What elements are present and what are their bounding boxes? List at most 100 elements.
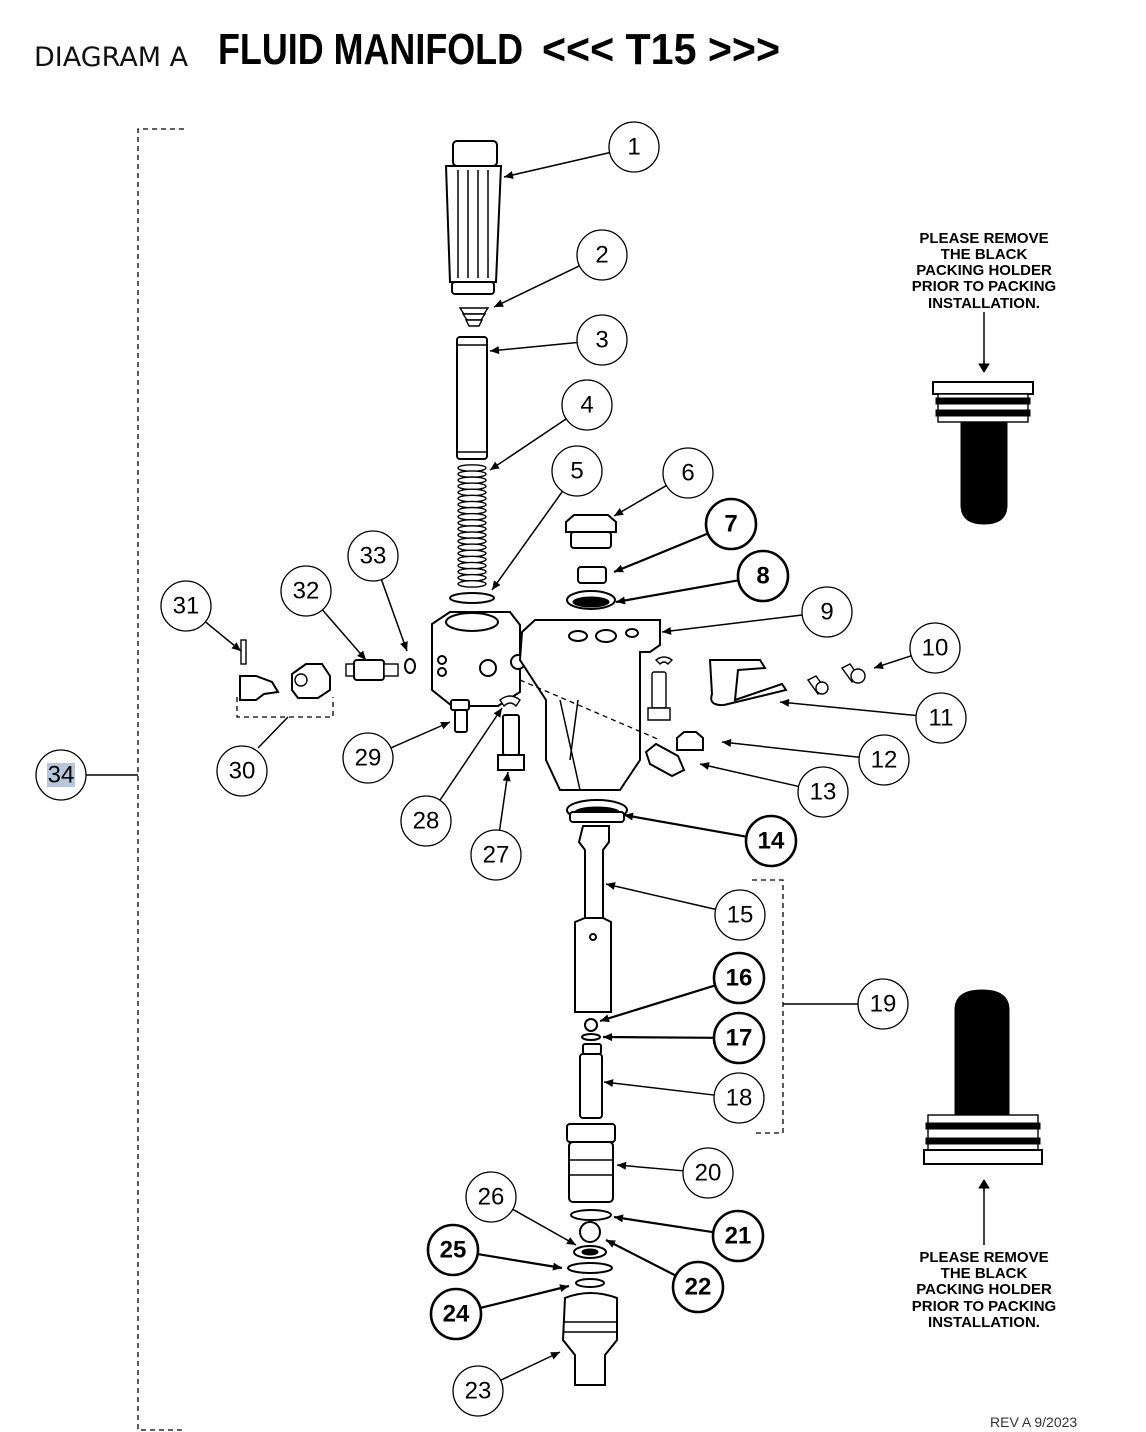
- callout-number-9: 9: [820, 599, 833, 626]
- arrowhead-24: [559, 1284, 569, 1293]
- note-top-line-1: PLEASE REMOVE: [919, 230, 1048, 247]
- callout-number-29: 29: [355, 745, 382, 772]
- callout-circle-26: [465, 1171, 517, 1223]
- leader-6: [613, 484, 667, 517]
- note-bottom-line-4: PRIOR TO PACKING: [912, 1298, 1056, 1315]
- part-13-fitting: [644, 742, 686, 778]
- callout-circle-12: [858, 734, 910, 786]
- arrowhead-8: [616, 596, 626, 605]
- callout-number-27: 27: [483, 842, 510, 869]
- arrowhead-7: [614, 564, 624, 573]
- callout-number-22: 22: [685, 1274, 712, 1301]
- packing-holder-top-illustration: [932, 381, 1034, 525]
- callout-circle-8: [736, 549, 790, 603]
- callout-11: 11: [915, 692, 967, 744]
- note-bottom-line-3: PACKING HOLDER: [916, 1281, 1052, 1298]
- callout-number-1: 1: [627, 134, 640, 161]
- callout-circle-11: [915, 692, 967, 744]
- callout-number-19: 19: [870, 991, 897, 1018]
- callout-23: 23: [452, 1365, 504, 1417]
- callout-number-20: 20: [695, 1160, 722, 1187]
- diagram-label: DIAGRAM A: [34, 42, 189, 73]
- part-2-spring: [458, 307, 490, 327]
- arrowhead-1: [504, 171, 514, 179]
- part-16-ball: [584, 1018, 598, 1032]
- arrowhead-28: [493, 708, 502, 718]
- part-27-bolt: [497, 714, 525, 771]
- leader-16: [599, 984, 716, 1023]
- callout-4: 4: [561, 379, 613, 431]
- callout-circle-31: [160, 580, 212, 632]
- callout-circle-9: [801, 586, 853, 638]
- callout-18: 18: [713, 1072, 765, 1124]
- callout-6: 6: [662, 447, 714, 499]
- leader-14: [623, 813, 747, 838]
- callout-31: 31: [160, 580, 212, 632]
- callout-number-3: 3: [595, 327, 608, 354]
- callout-21: 21: [711, 1209, 765, 1263]
- callout-number-32: 32: [293, 578, 320, 605]
- part-21-o-ring: [570, 1209, 612, 1221]
- callout-number-2: 2: [595, 242, 608, 269]
- part-15-piston-rod: [574, 825, 612, 1013]
- callout-circle-13: [797, 766, 849, 818]
- part-12-fitting: [676, 731, 704, 751]
- leader-21: [613, 1215, 714, 1234]
- callout-34: 34: [35, 749, 87, 801]
- callout-circle-29: [342, 732, 394, 784]
- callout-28: 28: [400, 795, 452, 847]
- callout-number-16: 16: [726, 965, 753, 992]
- callout-19: 19: [857, 978, 909, 1030]
- leader-23: [500, 1351, 561, 1381]
- part-20-cylinder: [566, 1123, 616, 1203]
- callout-12: 12: [858, 734, 910, 786]
- leader-24: [480, 1284, 570, 1310]
- callout-25: 25: [426, 1223, 480, 1277]
- part-5-o-ring: [449, 592, 495, 604]
- leader-28: [439, 707, 503, 801]
- callout-3: 3: [576, 314, 628, 366]
- callout-circle-25: [426, 1223, 480, 1277]
- callout-number-28: 28: [413, 808, 440, 835]
- arrowhead-11: [780, 698, 790, 707]
- callout-number-24: 24: [443, 1301, 470, 1328]
- arrowhead-14: [624, 812, 634, 821]
- callout-circle-22: [671, 1260, 725, 1314]
- callout-circle-15: [714, 889, 766, 941]
- callout-circle-14: [744, 814, 798, 868]
- callout-26: 26: [465, 1171, 517, 1223]
- leader-22: [605, 1239, 677, 1277]
- callout-circle-21: [711, 1209, 765, 1263]
- callout-7: 7: [704, 497, 758, 551]
- part-33-o-ring: [404, 658, 416, 674]
- part-10-screws: [806, 663, 866, 695]
- note-top-line-3: PACKING HOLDER: [916, 262, 1052, 279]
- note-bottom: PLEASE REMOVE THE BLACK PACKING HOLDER P…: [912, 1249, 1056, 1331]
- callout-13: 13: [797, 766, 849, 818]
- note-bottom-arrowhead: [978, 1179, 990, 1189]
- spring-coil: [457, 580, 487, 588]
- callout-leaders: [204, 151, 917, 1381]
- part-28-clip: [499, 695, 521, 708]
- callout-14: 14: [744, 814, 798, 868]
- arrowhead-22: [606, 1240, 616, 1248]
- callout-number-15: 15: [727, 902, 754, 929]
- leader-4: [489, 418, 567, 471]
- part-4-long-spring: [457, 464, 487, 588]
- arrowhead-6: [614, 508, 624, 516]
- arrowhead-33: [400, 641, 408, 651]
- part-3-filter-tube: [456, 336, 488, 460]
- part-8-packing: [566, 590, 616, 610]
- note-top-line-4: PRIOR TO PACKING: [912, 278, 1056, 295]
- arrowhead-5: [492, 580, 501, 590]
- callout-circle-4: [561, 379, 613, 431]
- revision-label: REV A 9/2023: [990, 1414, 1077, 1430]
- callout-circle-5: [551, 445, 603, 497]
- callout-29: 29: [342, 732, 394, 784]
- arrowhead-4: [490, 461, 500, 470]
- leader-12: [721, 741, 860, 758]
- callout-10: 10: [909, 622, 961, 674]
- packing-holder-bottom-illustration: [923, 989, 1043, 1165]
